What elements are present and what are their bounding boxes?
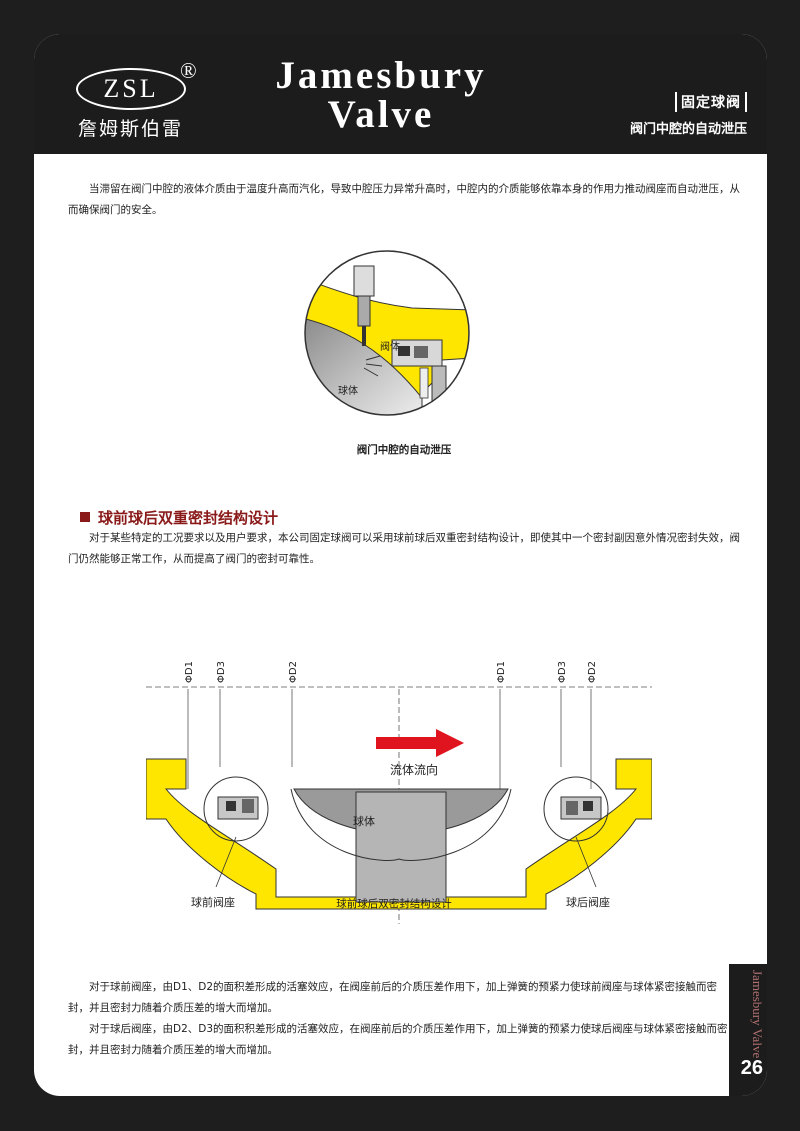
rear-seat-label: 球后阀座 bbox=[566, 895, 610, 909]
header-banner: ZSL ® 詹姆斯伯雷 Jamesbury Valve 固定球阀 阀门中腔的自动… bbox=[34, 34, 767, 154]
figure1-caption: 阀门中腔的自动泄压 bbox=[356, 444, 452, 456]
front-seat-label: 球前阀座 bbox=[191, 895, 235, 909]
flow-direction-label: 流体流向 bbox=[390, 762, 438, 777]
section-paragraph: 对于某些特定的工况要求以及用户要求，本公司固定球阀可以采用球前球后双重密封结构设… bbox=[68, 532, 740, 565]
dim-d2-left: ΦD2 bbox=[288, 661, 299, 683]
brand-line-1: Jamesbury bbox=[275, 54, 487, 97]
flow-arrow-shaft bbox=[376, 737, 436, 749]
zsl-logo: ZSL ® 詹姆斯伯雷 bbox=[76, 58, 197, 140]
logo-chinese-name: 詹姆斯伯雷 bbox=[78, 118, 184, 140]
dim-d3-left: ΦD3 bbox=[216, 661, 227, 683]
dim-d2-right: ΦD2 bbox=[587, 661, 598, 683]
side-tab-text: Jamesbury Valve bbox=[750, 970, 765, 1059]
category-label: 固定球阀 bbox=[675, 92, 747, 112]
ball-label: 球体 bbox=[353, 814, 375, 828]
rear-seat-paragraph: 对于球后阀座，由D2、D3的面积积差形成的活塞效应，在阀座前后的介质压差作用下，… bbox=[68, 1023, 728, 1056]
flow-arrow-icon bbox=[436, 729, 464, 757]
figure2-caption: 球前球后双密封结构设计 bbox=[336, 898, 452, 910]
double-seal-figure: ΦD1 ΦD3 ΦD2 ΦD1 ΦD3 ΦD2 流体流向 球体 球前阀座 球后阀… bbox=[146, 661, 652, 924]
dim-d1-left: ΦD1 bbox=[184, 661, 195, 683]
side-tab: Jamesbury Valve 26 bbox=[729, 964, 767, 1096]
brand-line-2: Valve bbox=[327, 93, 435, 136]
brand-title: Jamesbury Valve bbox=[246, 56, 516, 134]
page: ZSL ® 詹姆斯伯雷 Jamesbury Valve 固定球阀 阀门中腔的自动… bbox=[34, 34, 767, 1096]
page-number: 26 bbox=[740, 1057, 763, 1079]
dim-d3-right: ΦD3 bbox=[557, 661, 568, 683]
label-ball: 球体 bbox=[338, 384, 358, 397]
page-subtitle: 阀门中腔的自动泄压 bbox=[629, 122, 747, 137]
dim-d1-right: ΦD1 bbox=[496, 661, 507, 683]
intro-paragraph: 当滞留在阀门中腔的液体介质由于温度升高而汽化，导致中腔压力异常升高时，中腔内的介… bbox=[68, 183, 740, 216]
section-title: 球前球后双重密封结构设计 bbox=[98, 509, 279, 527]
bullet-square-icon bbox=[80, 512, 90, 522]
relief-detail-figure: 阀体 球体 bbox=[304, 250, 470, 416]
header-right: 固定球阀 阀门中腔的自动泄压 bbox=[630, 92, 747, 137]
label-valve-body: 阀体 bbox=[380, 340, 400, 353]
front-seat-paragraph: 对于球前阀座，由D1、D2的面积差形成的活塞效应，在阀座前后的介质压差作用下，加… bbox=[68, 981, 718, 1014]
registered-mark: ® bbox=[180, 58, 197, 83]
section-heading: 球前球后双重密封结构设计 bbox=[80, 507, 278, 528]
logo-mark: ZSL bbox=[76, 68, 186, 110]
